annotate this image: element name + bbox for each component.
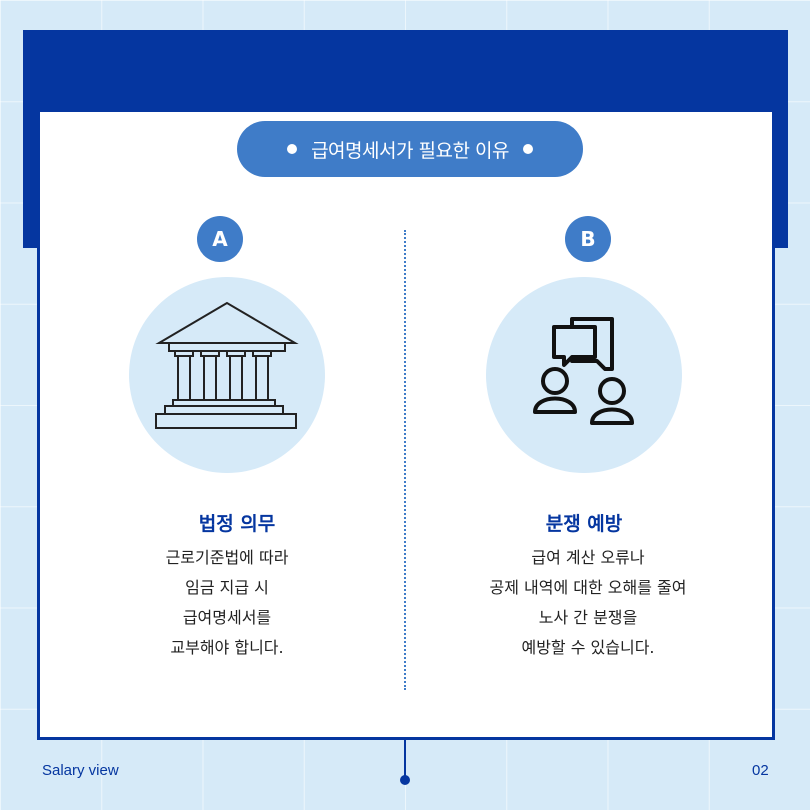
desc-a-line: 근로기준법에 따라 [165, 548, 289, 567]
title-pill: 급여명세서가 필요한 이유 [237, 121, 583, 177]
brand-label: Salary view [42, 762, 119, 779]
icon-circle-b [486, 277, 682, 473]
bullet-dot-left [287, 144, 298, 154]
icon-circle-a [129, 277, 325, 473]
bottom-connector-line [404, 737, 406, 777]
desc-a: 근로기준법에 따라 임금 지급 시 급여명세서를 교부해야 합니다. [77, 543, 377, 663]
page-number: 02 [752, 762, 769, 779]
desc-b: 급여 계산 오류나 공제 내역에 대한 오해를 줄여 노사 간 분쟁을 예방할 … [438, 543, 738, 663]
people-chat-icon [533, 317, 634, 425]
desc-b-line: 급여 계산 오류나 [531, 548, 645, 567]
badge-b: B [565, 216, 611, 262]
desc-b-line: 예방할 수 있습니다. [521, 638, 655, 657]
bottom-connector-dot [400, 775, 410, 785]
bullet-dot-right [522, 144, 533, 154]
title-b: 분쟁 예방 [545, 513, 623, 535]
desc-a-line: 교부해야 합니다. [170, 638, 284, 657]
desc-b-line: 노사 간 분쟁을 [538, 608, 638, 627]
desc-b-line: 공제 내역에 대한 오해를 줄여 [489, 578, 687, 597]
desc-a-line: 임금 지급 시 [185, 578, 269, 597]
desc-a-line: 급여명세서를 [182, 608, 272, 627]
bank-building-icon [155, 301, 299, 429]
page-title: 급여명세서가 필요한 이유 [311, 139, 509, 162]
title-a: 법정 의무 [198, 513, 276, 535]
column-divider [404, 230, 406, 690]
badge-a: A [197, 216, 243, 262]
